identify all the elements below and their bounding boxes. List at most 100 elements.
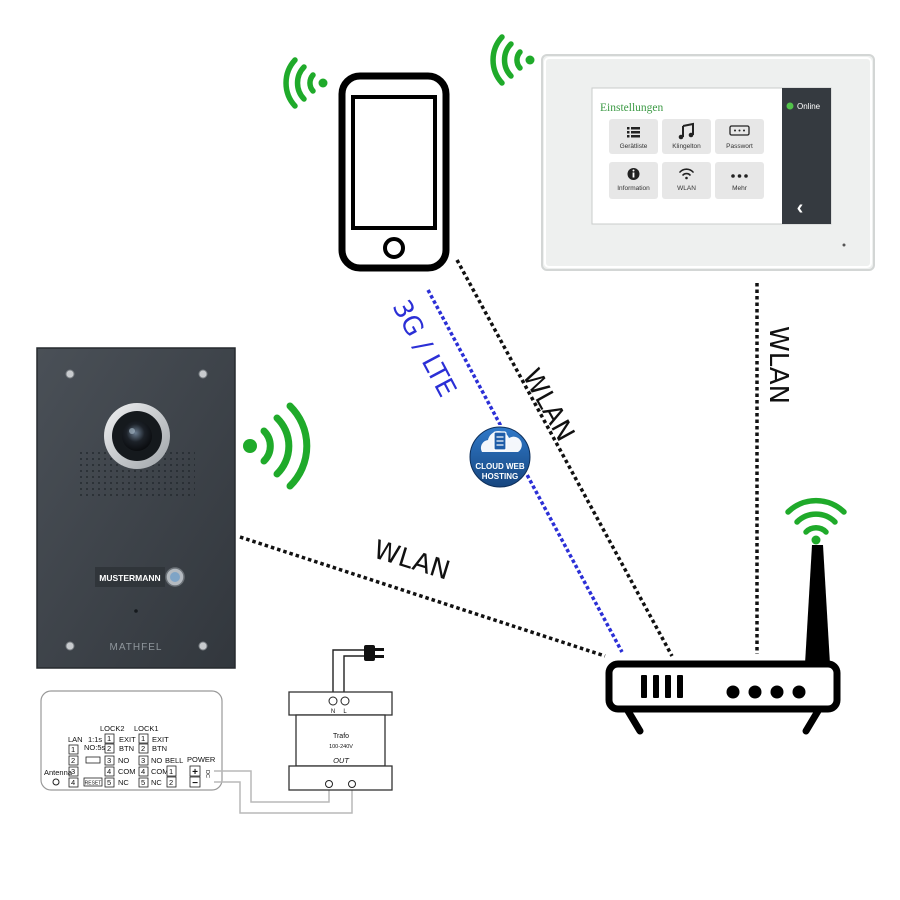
- door-station: MUSTERMANN MATHFEL: [36, 347, 236, 669]
- phone-screen: [351, 95, 437, 230]
- bell-button: [165, 567, 185, 587]
- exit-label-b: EXIT: [152, 735, 169, 744]
- transformer-out-label: OUT: [333, 756, 350, 765]
- svg-text:1: 1: [71, 745, 75, 754]
- no-label-b: NO: [151, 756, 162, 765]
- output-terminal: [325, 780, 333, 788]
- btn-label-b: BTN: [152, 744, 167, 753]
- lock2-label: LOCK2: [100, 724, 125, 733]
- nc-label-b: NC: [151, 778, 162, 787]
- reset-label: RESET: [85, 781, 102, 787]
- svg-text:2: 2: [169, 778, 173, 787]
- wifi-icon-doorstation: [243, 402, 311, 490]
- monitor-back-button: ‹: [797, 197, 804, 219]
- svg-text:4: 4: [107, 767, 111, 776]
- input-terminal: [328, 696, 338, 706]
- info-icon: [627, 168, 640, 180]
- no-label-a: NO: [118, 756, 129, 765]
- input-terminal: [340, 696, 350, 706]
- svg-text:1: 1: [169, 767, 173, 776]
- online-status-text: Online: [797, 102, 821, 111]
- exit-label-a: EXIT: [119, 735, 136, 744]
- lock1-label: LOCK1: [134, 724, 159, 733]
- server-cloud-icon: [480, 431, 522, 452]
- lan-terminals: [68, 744, 79, 788]
- label-wlan-phone: WLAN: [516, 364, 580, 447]
- svg-text:2: 2: [107, 744, 111, 753]
- svg-text:3: 3: [141, 756, 145, 765]
- phone-home-button: [383, 237, 405, 259]
- reset-button: [83, 777, 103, 787]
- transformer: N L Trafo 100-240V OUT: [288, 645, 393, 791]
- tile-label-information: Information: [617, 185, 650, 192]
- password-field-icon: [729, 125, 750, 136]
- power-wires: [214, 770, 353, 814]
- screw-icon: [198, 641, 208, 651]
- monitor-title: Einstellungen: [600, 102, 663, 114]
- svg-text:2: 2: [71, 756, 75, 765]
- lock1-terminals: [138, 733, 149, 788]
- router: [605, 545, 841, 735]
- jumper-icon: [85, 756, 101, 764]
- wifi-icon-router: [785, 497, 847, 545]
- antenna-label: Antenna: [44, 768, 73, 777]
- screw-icon: [198, 369, 208, 379]
- input-n-label: N: [331, 709, 335, 715]
- label-wlan-monitor: WLAN: [763, 326, 793, 404]
- svg-text:4: 4: [141, 767, 145, 776]
- svg-text:1: 1: [107, 734, 111, 743]
- svg-text:2: 2: [141, 744, 145, 753]
- com-label-a: COM: [118, 767, 136, 776]
- wlan-line-doorstation-router: [239, 535, 606, 658]
- monitor-sidebar: [782, 88, 831, 224]
- label-wlan-doorstation: WLAN: [370, 535, 453, 587]
- monitor-tile-wlan: WLAN: [662, 162, 711, 199]
- svg-text:4: 4: [71, 778, 75, 787]
- monitor-tile-devices: Gerätliste: [609, 119, 658, 154]
- tile-label-ringtone: Klingelton: [672, 143, 701, 150]
- tile-label-devices: Gerätliste: [620, 143, 648, 150]
- list-icon: [627, 127, 640, 138]
- badge-line-2: HOSTING: [482, 472, 518, 481]
- power-plus: +: [192, 767, 198, 778]
- output-terminal: [348, 780, 356, 788]
- transformer-voltage: 100-240V: [329, 744, 353, 750]
- power-terminals: [189, 765, 201, 788]
- power-label: POWER: [187, 755, 216, 764]
- btn-label-a: BTN: [119, 744, 134, 753]
- screw-icon: [65, 641, 75, 651]
- indoor-monitor: Online ‹ Einstellungen Gerätliste Klinge…: [541, 54, 875, 271]
- screw-icon: [65, 369, 75, 379]
- brand-text: MATHFEL: [110, 642, 163, 653]
- router-status-lights: [726, 685, 806, 699]
- power-plug-icon: [364, 645, 384, 661]
- tile-label-more: Mehr: [732, 185, 748, 192]
- svg-text:1: 1: [141, 734, 145, 743]
- com-label-b: COM: [151, 767, 169, 776]
- input-l-label: L: [343, 709, 347, 715]
- transformer-name: Trafo: [333, 733, 349, 740]
- lan-label: LAN: [68, 735, 83, 744]
- bell-label: BELL: [165, 756, 183, 765]
- dc-label: DC: [204, 770, 210, 778]
- nameplate: [95, 567, 165, 587]
- monitor-led: [842, 243, 846, 247]
- nc-label-a: NC: [118, 778, 129, 787]
- timing2-label: NO:5s: [84, 743, 106, 752]
- antenna-connector-icon: [52, 778, 60, 786]
- more-dots-icon: [731, 174, 748, 178]
- tile-label-password: Passwort: [726, 143, 753, 150]
- music-note-icon: [678, 122, 694, 140]
- monitor-tile-ringtone: Klingelton: [662, 119, 711, 154]
- lock2-terminals: [104, 733, 115, 788]
- svg-text:5: 5: [141, 778, 145, 787]
- tile-label-wlan: WLAN: [677, 185, 696, 192]
- camera-lens: [104, 403, 170, 469]
- label-3g-lte: 3G / LTE: [386, 295, 462, 402]
- badge-line-1: CLOUD WEB: [475, 462, 525, 471]
- power-minus: −: [192, 778, 198, 789]
- wifi-icon-monitor: [490, 34, 535, 86]
- bell-terminals: [166, 765, 177, 788]
